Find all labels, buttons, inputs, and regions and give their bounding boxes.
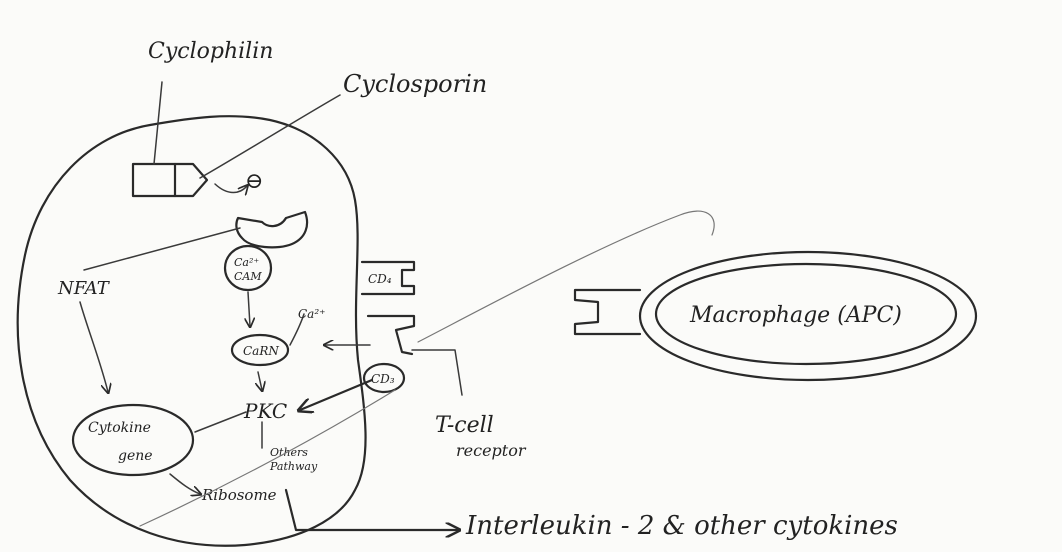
- cytokine-gene-circle: [71, 403, 195, 477]
- ribosome-label: Ribosome: [201, 486, 277, 504]
- cyclosporin-leader: [199, 94, 341, 179]
- cyclophilin-shape: [131, 162, 177, 198]
- t-cell-membrane: [16, 115, 367, 547]
- carn-label: CaRN: [243, 344, 279, 358]
- ca-cam-label-2: CAM: [234, 270, 262, 283]
- signal-line-lower: [139, 389, 396, 527]
- cyclophilin-label: Cyclophilin: [148, 39, 273, 64]
- carn-to-pkc-arrow: [258, 371, 262, 390]
- macrophage-outer: [638, 250, 978, 382]
- ca-ion-leader: [289, 313, 305, 346]
- cyclosporin-label: Cyclosporin: [343, 70, 487, 98]
- tcr-notch: [366, 314, 416, 356]
- nfat-label: NFAT: [57, 278, 111, 299]
- other-pathway-label-1: Others: [270, 446, 308, 459]
- other-pathway-label-2: Pathway: [269, 460, 318, 473]
- gene-to-ribosome-arrow: [169, 473, 200, 494]
- tcr-label-2: receptor: [456, 441, 527, 460]
- mhc-notch: [573, 288, 642, 336]
- nfat-leader: [83, 227, 241, 271]
- inhibit-symbol: ⊖: [245, 169, 263, 194]
- ca-cam-circle: [223, 244, 273, 292]
- cd3-label: CD₃: [371, 372, 395, 386]
- cyclophilin-leader: [153, 81, 163, 165]
- pkc-to-gene-line: [194, 411, 247, 433]
- cytokine-gene-label-1: Cytokine: [88, 420, 151, 436]
- cam-to-carn-line: [248, 291, 250, 326]
- pkc-label: PKC: [243, 399, 287, 423]
- macrophage-label: Macrophage (APC): [689, 303, 902, 328]
- tcr-leader: [411, 349, 463, 396]
- ca-cam-label-1: Ca²⁺: [234, 256, 259, 269]
- output-label: Interleukin - 2 & other cytokines: [465, 511, 898, 541]
- cd4-receptor: [360, 260, 416, 296]
- ca-ion-label: Ca²⁺: [298, 307, 325, 321]
- tcr-label-1: T-cell: [435, 413, 494, 438]
- calcineurin-shape: [235, 210, 309, 249]
- signal-line: [417, 210, 715, 343]
- receptor-to-pkc-arrow: [300, 378, 374, 410]
- inhibition-arrow: [214, 184, 247, 193]
- cd4-label: CD₄: [368, 272, 392, 286]
- output-arrow: [284, 488, 458, 530]
- carn-circle: [230, 333, 290, 367]
- cd3-circle: [362, 362, 406, 394]
- macrophage-inner: [654, 262, 958, 366]
- nfat-arrow: [79, 301, 108, 392]
- cytokine-gene-label-2: gene: [118, 448, 153, 464]
- cyclosporin-shape: [173, 162, 209, 198]
